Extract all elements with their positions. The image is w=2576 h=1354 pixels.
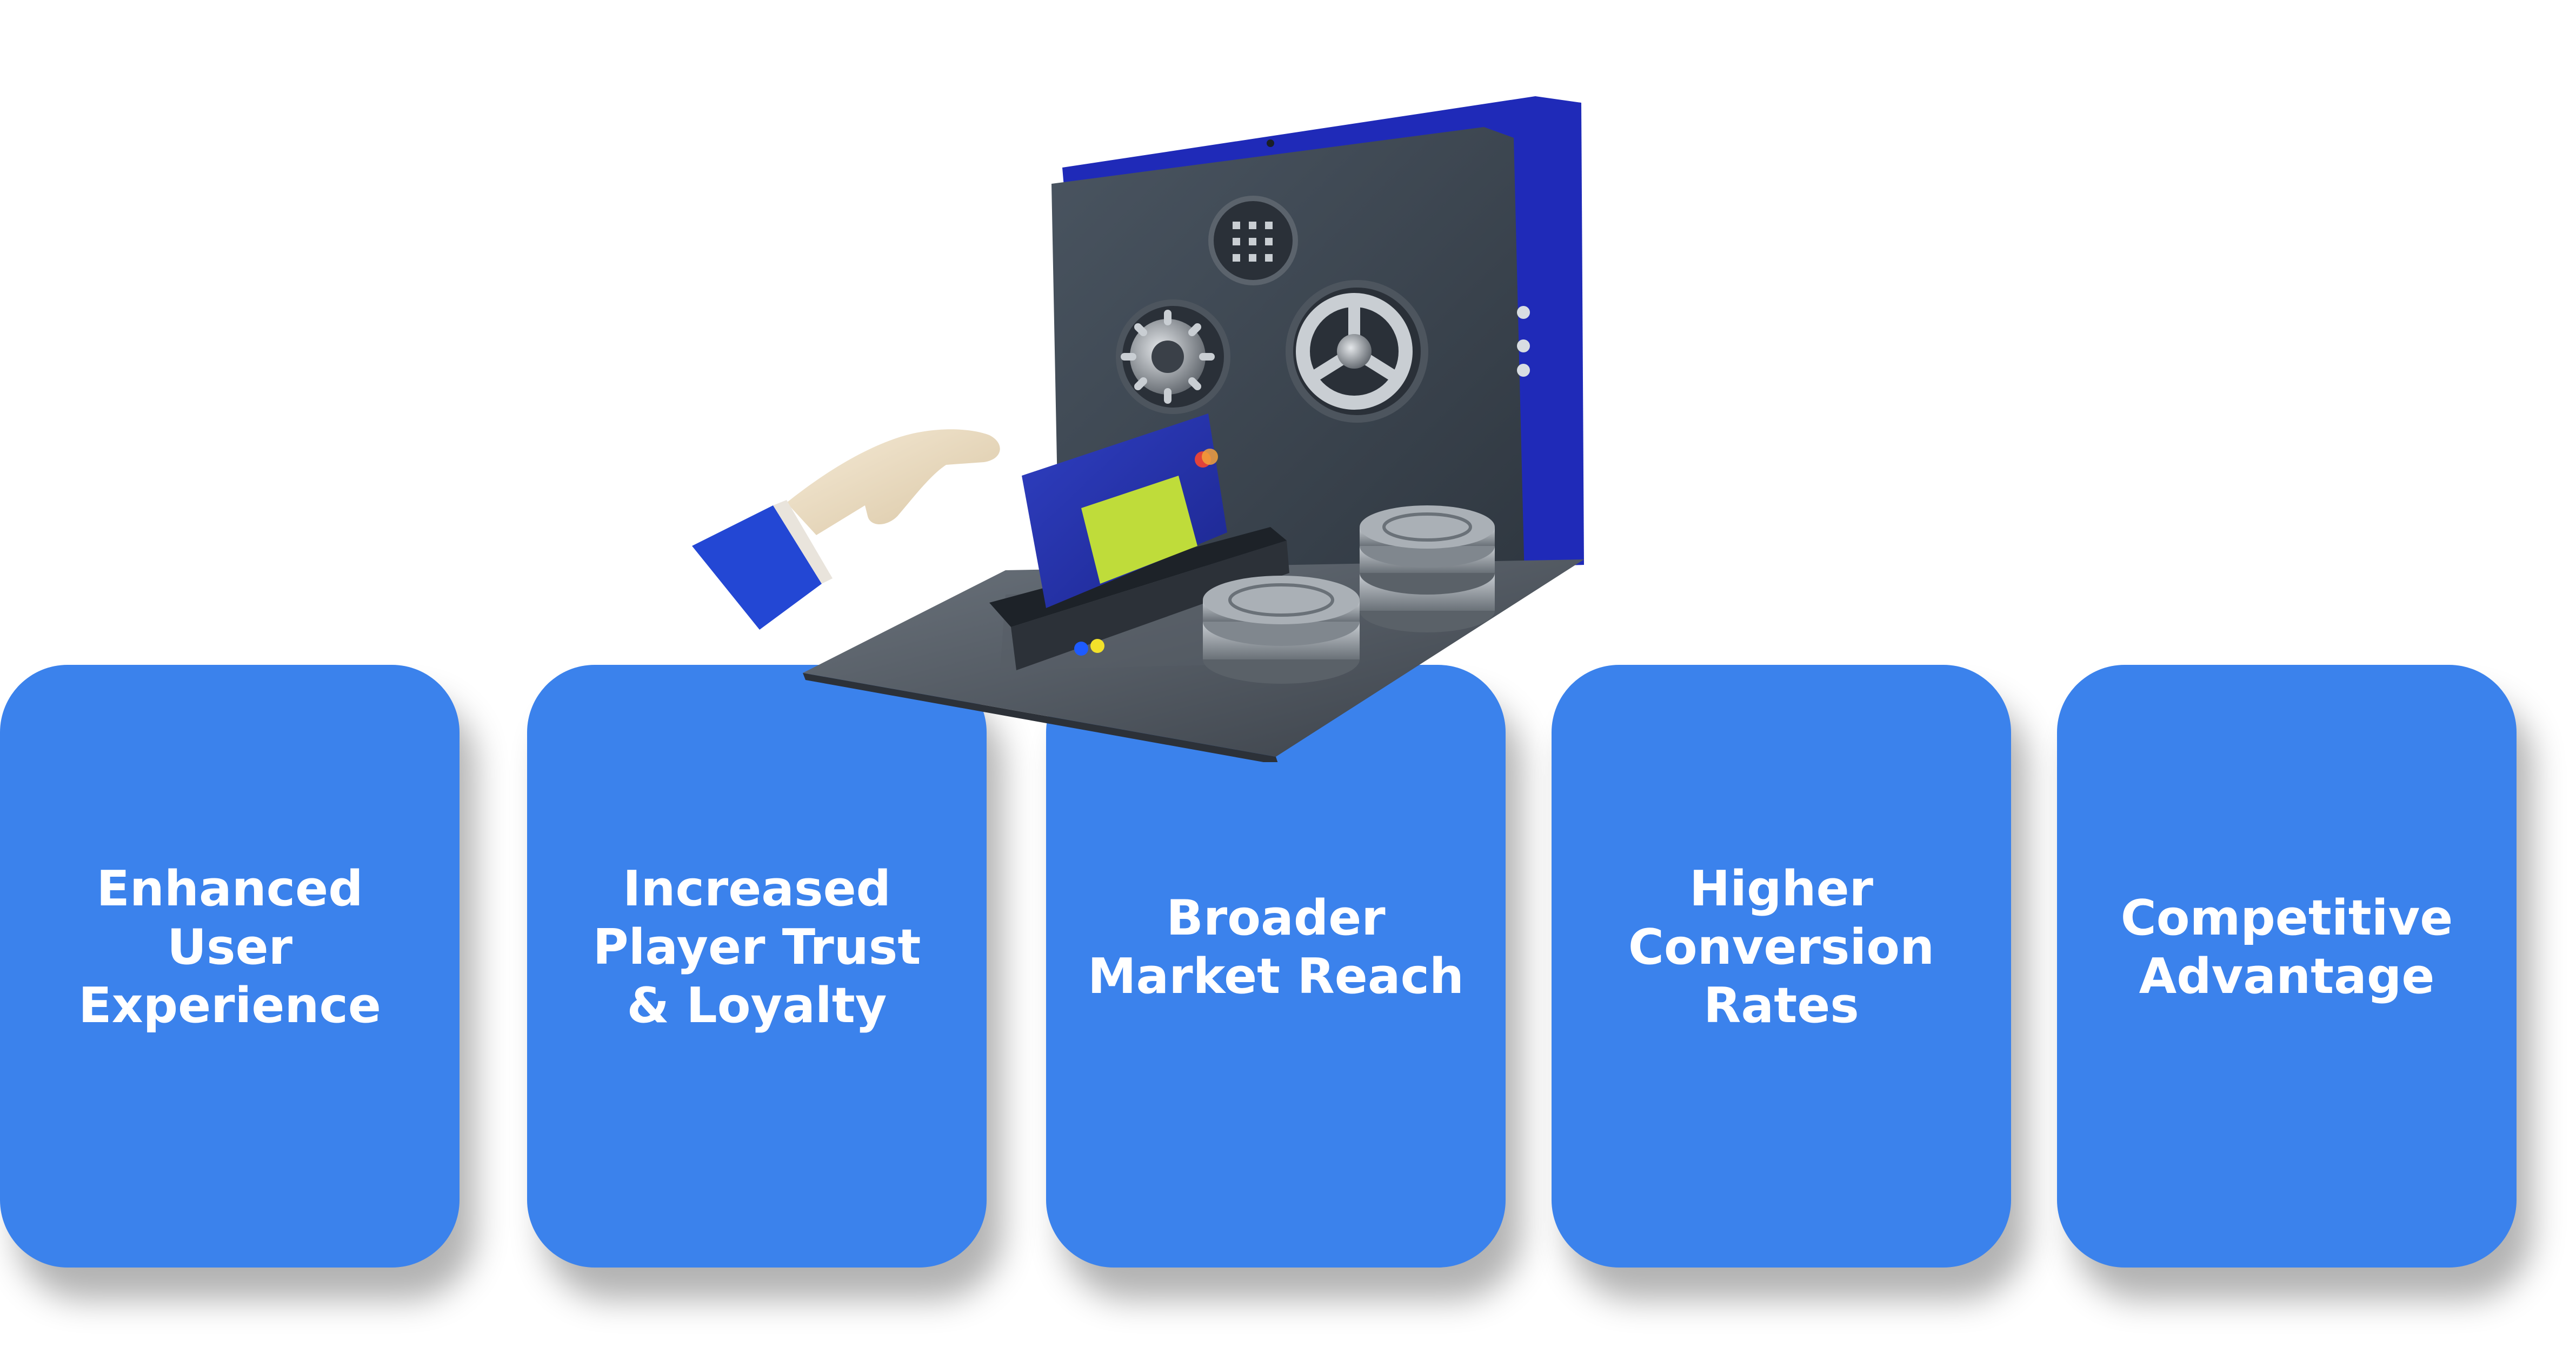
card-reader (989, 527, 1289, 670)
feature-card-label: Increased Player Trust & Loyalty (593, 860, 921, 1034)
feature-card-label: Enhanced User Experience (78, 860, 381, 1034)
feature-card-competitive-advantage: Competitive Advantage (2057, 665, 2517, 1268)
feature-card-enhanced-user-experience: Enhanced User Experience (0, 665, 460, 1268)
gear-dial-icon (1116, 299, 1230, 414)
feature-card-label: Competitive Advantage (2120, 889, 2453, 1005)
pointing-hand-icon (692, 429, 1000, 630)
feature-card-broader-market-reach: Broader Market Reach (1046, 665, 1506, 1268)
keypad-lock-icon (1208, 196, 1298, 285)
credit-card-icon (1022, 413, 1227, 608)
laptop-safe-illustration (692, 96, 1584, 762)
feature-card-player-trust-loyalty: Increased Player Trust & Loyalty (527, 665, 987, 1268)
feature-card-label: Higher Conversion Rates (1628, 860, 1935, 1034)
feature-card-label: Broader Market Reach (1087, 889, 1464, 1005)
feature-card-higher-conversion-rates: Higher Conversion Rates (1552, 665, 2011, 1268)
coin-stacks (1203, 505, 1495, 684)
safe-wheel-icon (1286, 280, 1428, 423)
